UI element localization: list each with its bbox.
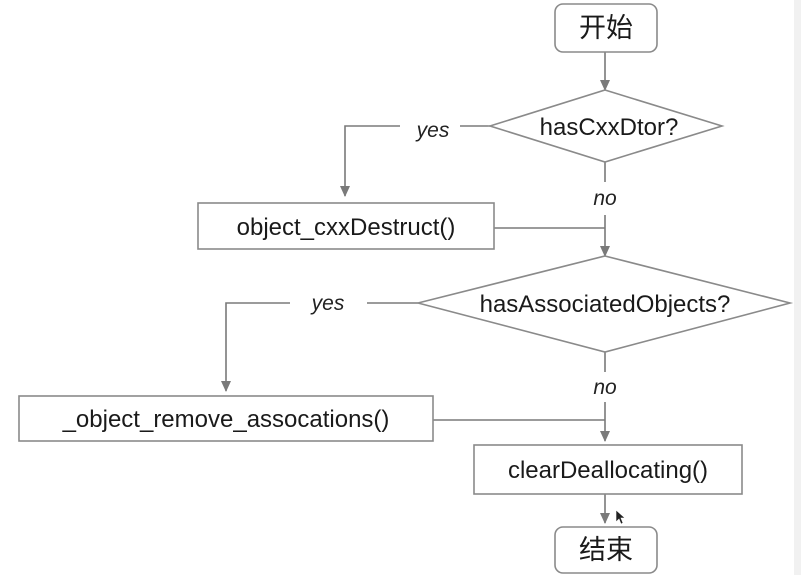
decision-has-associated-objects: hasAssociatedObjects? [417,255,794,353]
clear-deallocating-label: clearDeallocating() [508,457,708,484]
mouse-pointer-icon [615,509,626,525]
end-label: 结束 [579,535,633,566]
no-label-assoc: no [593,376,617,399]
end-node: 结束 [554,526,658,574]
connector-cxx-yes-down [340,125,400,197]
remove-assocations-node: _object_remove_assocations() [18,395,434,442]
remove-assocations-label: _object_remove_assocations() [62,406,390,433]
decision-has-cxx-dtor-label: hasCxxDtor? [540,114,679,141]
cxx-destruct-label: object_cxxDestruct() [237,214,456,241]
start-node: 开始 [554,3,658,53]
decision-has-cxx-dtor: hasCxxDtor? [487,89,725,163]
start-label: 开始 [579,13,633,44]
connector-assoc-yes-down [221,302,290,392]
window-edge [794,0,801,575]
cxx-destruct-node: object_cxxDestruct() [197,202,495,250]
yes-label-assoc: yes [310,292,345,315]
decision-has-associated-objects-label: hasAssociatedObjects? [480,291,731,318]
yes-label-cxx: yes [415,119,450,142]
no-label-cxx: no [593,187,617,210]
clear-deallocating-node: clearDeallocating() [473,444,743,495]
